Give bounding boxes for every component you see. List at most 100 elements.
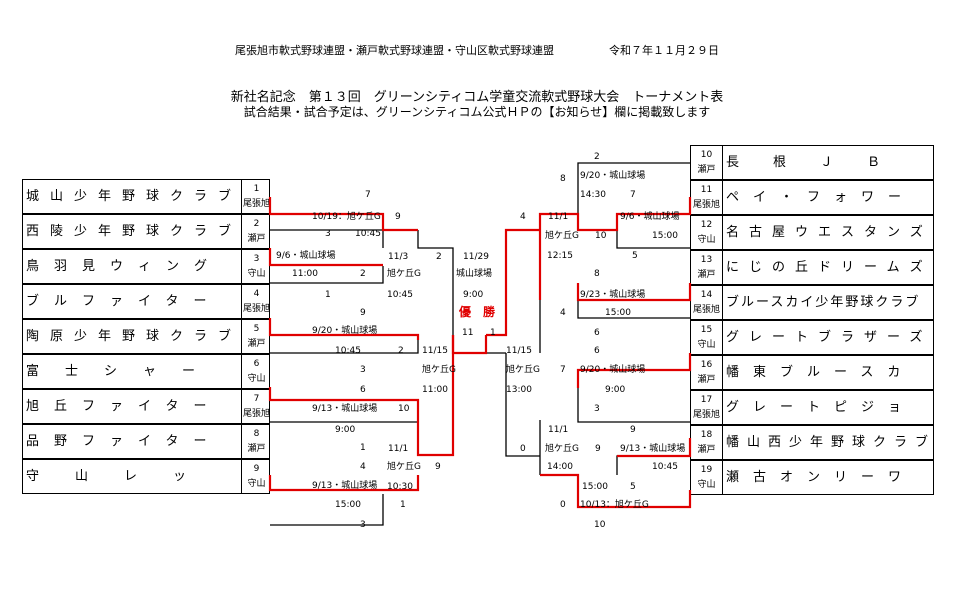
team-area: 瀬戸: [697, 445, 716, 455]
score: 1: [360, 443, 366, 453]
team-row: ブルファイターズ4尾張旭: [22, 284, 270, 319]
bracket-lines-red: [268, 197, 692, 509]
game-time: 15:00: [582, 482, 608, 492]
game-time: 10:45: [335, 346, 361, 356]
score: 7: [365, 190, 371, 200]
winner-line: [268, 475, 420, 492]
final-time: 9:00: [463, 290, 483, 300]
game-time: 9:00: [335, 425, 355, 435]
score: 5: [632, 251, 638, 261]
score: 7: [630, 190, 636, 200]
round-venue: 旭ケ丘G: [422, 363, 456, 375]
round-time: 10:30: [387, 482, 413, 492]
bracket-line: [616, 230, 690, 249]
score: 9: [360, 308, 366, 318]
team-name: ブルースカイ少年野球クラブ: [726, 295, 921, 310]
team-number: 14: [700, 290, 713, 300]
team-number: 10: [700, 150, 713, 160]
team-number: 2: [253, 219, 260, 229]
score: 7: [560, 365, 566, 375]
round-date: 11/1: [388, 444, 408, 454]
team-row: ペイ・フォワード11尾張旭: [690, 180, 934, 215]
bracket-line: [270, 340, 419, 354]
notice-text: 試合結果・試合予定は、グリーンシティコム公式ＨＰの【お知らせ】欄に掲載致します: [243, 105, 711, 119]
team-name: 幡東ブルースカイ: [726, 365, 915, 380]
team-area: 守山: [247, 374, 266, 384]
winner-line: [576, 353, 692, 388]
team-number: 4: [253, 289, 260, 299]
score: 1: [325, 290, 331, 300]
game-schedule: 9/13・城山球場: [620, 442, 685, 454]
team-number: 9: [253, 464, 260, 474]
round-venue: 旭ケ丘G: [506, 363, 540, 375]
round-time: 12:15: [547, 251, 573, 261]
winner-line: [617, 438, 692, 458]
team-area: 瀬戸: [247, 444, 266, 454]
final-date: 11/29: [463, 252, 489, 262]
team-name: 鳥羽見ウィングス: [26, 259, 223, 274]
team-area: 尾張旭: [242, 199, 270, 209]
game-time: 14:30: [580, 190, 606, 200]
winner-line: [540, 473, 692, 509]
team-row: 守山レッツ9守山: [22, 459, 270, 494]
score: 4: [520, 212, 526, 222]
team-number: 3: [253, 254, 260, 264]
round-venue: 旭ケ丘G: [545, 442, 579, 454]
bracket-line: [270, 266, 384, 284]
bracket-line: [270, 494, 384, 526]
team-name: 品野ファイターズ: [26, 434, 222, 449]
winner-line: [268, 197, 418, 232]
score: 3: [325, 229, 331, 239]
score: 8: [560, 174, 566, 184]
score: 4: [560, 308, 566, 318]
game-schedule: 10/19：旭ケ丘G: [312, 210, 381, 222]
team-area: 瀬戸: [697, 375, 716, 385]
team-row: 長根ＪＢＣ10瀬戸: [690, 145, 934, 180]
score: 9: [630, 425, 636, 435]
team-number: 19: [700, 465, 713, 475]
team-row: 瀬古オンリーワン19守山: [690, 460, 934, 495]
score: 1: [490, 328, 496, 338]
score: 0: [520, 444, 526, 454]
round-date: 11/15: [422, 346, 448, 356]
team-name: ペイ・フォワード: [726, 190, 916, 205]
team-name: にじの丘ドリームズ: [726, 260, 933, 275]
round-time: 11:00: [422, 385, 448, 395]
bracket-lines-black: [270, 162, 690, 526]
team-number: 16: [700, 360, 713, 370]
team-number: 5: [253, 324, 260, 334]
team-number: 11: [700, 185, 713, 195]
score: 6: [594, 346, 600, 356]
round-date: 11/1: [548, 212, 568, 222]
score: 4: [360, 462, 366, 472]
game-schedule: 9/6・城山球場: [620, 210, 680, 222]
team-number: 17: [700, 395, 713, 405]
score: 3: [360, 365, 366, 375]
organizer-line: 尾張旭市軟式野球連盟・瀬戸軟式野球連盟・守山区軟式野球連盟 令和７年１１月２９日: [235, 44, 719, 57]
game-schedule: 9/13・城山球場: [312, 402, 377, 414]
team-number: 7: [253, 394, 260, 404]
team-name: 富士シャーク: [26, 364, 222, 379]
score: 0: [560, 500, 566, 510]
team-number: 12: [700, 220, 713, 230]
team-number: 13: [700, 255, 713, 265]
score: 1: [400, 500, 406, 510]
game-schedule: 9/6・城山球場: [276, 249, 336, 261]
team-name: 旭丘ファイターズ: [26, 399, 222, 414]
champion-label: 優 勝: [458, 304, 496, 319]
score: 10: [594, 520, 606, 530]
score: 3: [360, 520, 366, 530]
game-schedule: 9/23・城山球場: [580, 288, 645, 300]
team-name: グレートブラザーズ: [726, 330, 933, 345]
winner-line: [451, 335, 488, 355]
